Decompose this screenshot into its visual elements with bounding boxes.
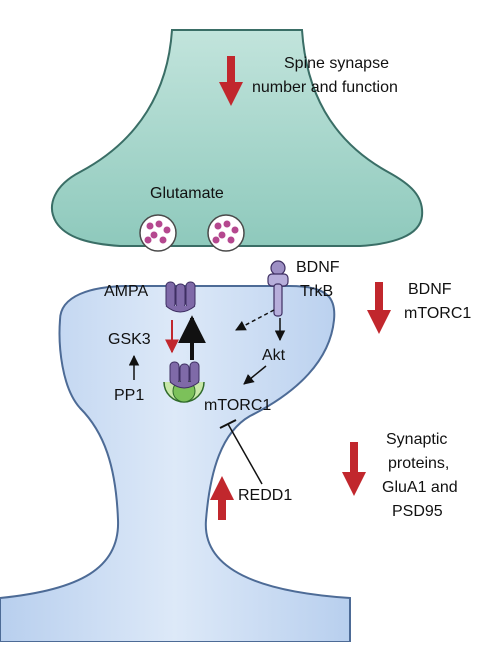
trkb-to-insertion-arrow	[235, 309, 275, 331]
synaptic-effect-line4: PSD95	[392, 503, 443, 520]
gsk3-label: GSK3	[108, 331, 151, 348]
redd1-inhibition-bar	[219, 419, 237, 429]
synaptic-decrease-arrow	[342, 442, 366, 496]
vesicle-left	[139, 214, 177, 252]
bdnf-label: BDNF	[296, 259, 340, 276]
mtorc1-label: mTORC1	[204, 397, 271, 414]
spine-decrease-arrow	[219, 56, 243, 106]
bdnf-decrease-arrow	[367, 282, 391, 334]
redd1-label: REDD1	[238, 487, 292, 504]
spine-effect-line2: number and function	[252, 79, 398, 96]
ampa-receptor-surface	[165, 281, 196, 313]
glutamate-label: Glutamate	[150, 185, 224, 202]
presynaptic-terminal	[51, 29, 424, 247]
ampa-label: AMPA	[104, 283, 148, 300]
pp1-label: PP1	[114, 387, 144, 404]
akt-to-mtorc1-arrow	[243, 365, 267, 385]
bdnf-effect-line1: BDNF	[408, 281, 452, 298]
akt-label: Akt	[262, 347, 286, 364]
redd1-increase-arrow	[210, 476, 234, 520]
ampa-receptor-internal	[169, 361, 200, 389]
trkb-receptor	[267, 260, 289, 317]
synaptic-effect-line3: GluA1 and	[382, 479, 458, 496]
bdnf-effect-line2: mTORC1	[404, 305, 471, 322]
vesicle-right	[207, 214, 245, 252]
redd1-inhibition-line	[227, 423, 263, 485]
synaptic-effect-line1: Synaptic	[386, 431, 447, 448]
spine-effect-line1: Spine synapse	[284, 55, 389, 72]
postsynaptic-spine	[0, 285, 351, 643]
synaptic-effect-line2: proteins,	[388, 455, 449, 472]
trkb-label: TrkB	[300, 283, 333, 300]
